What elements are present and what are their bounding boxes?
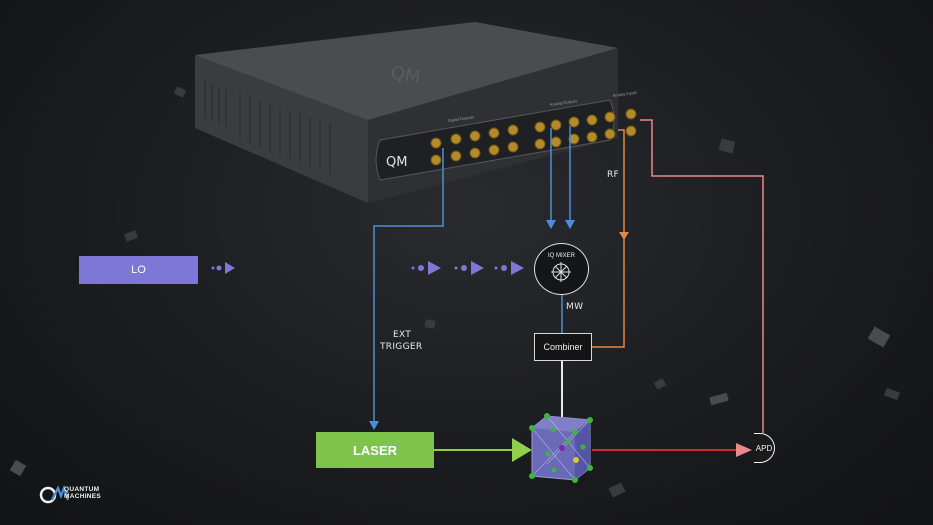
digital-outputs-label: Digital Outputs [447,114,474,123]
lo-block: LO [79,256,198,284]
lo-signal-arrows [411,261,524,275]
laser-beam [434,438,532,462]
ext-trigger-label: EXT [393,330,411,340]
logo-line2: MACHINES [64,493,102,500]
opx-device [195,22,618,203]
ext-trigger-line [369,148,444,430]
device-logo: QM [386,155,407,170]
rf-label: RF [607,170,620,180]
device-top-logo: QM [389,62,422,88]
iq-lines [546,126,575,333]
logo-line1: QUANTUM [64,486,100,493]
lo-dot-arrow [211,262,235,274]
apd-line [640,119,764,433]
mixer-symbol-icon [551,262,571,282]
iq-mixer-block: IQ MIXER [534,243,589,295]
quantum-machines-logo-text: QUANTUM MACHINES [64,486,101,500]
quantum-machines-logo-mark [39,484,70,504]
vent-grille [204,80,331,174]
analog-outputs-label: Analog Outputs [549,98,577,107]
device-connectors [430,108,637,166]
fluorescence-beam [592,443,752,457]
mw-label: MW [566,302,584,312]
laser-block: LASER [316,432,434,468]
ext-trigger-line1: EXT [393,330,412,340]
iq-mixer-label: IQ MIXER [547,253,575,259]
combiner-block: Combiner [534,333,592,361]
rf-line [590,129,629,348]
nv-crystal-sample [529,413,593,483]
analog-inputs-label: Analog Inputs [612,90,637,98]
ext-trigger-label-line2: TRIGGER [380,342,423,352]
background-debris [9,86,900,498]
